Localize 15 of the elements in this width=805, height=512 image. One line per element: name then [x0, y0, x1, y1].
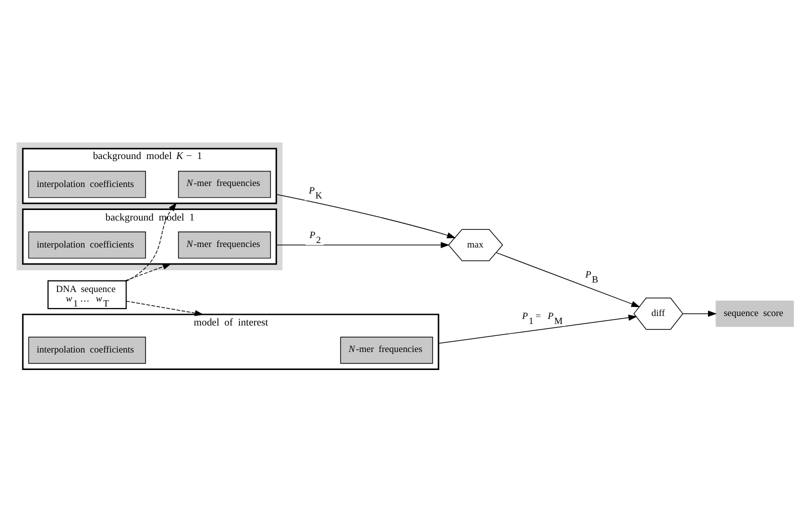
node-box: interpolation coefficients: [28, 336, 146, 364]
node-box: interpolation coefficients: [28, 170, 146, 198]
node-box: N-mer frequencies: [178, 170, 271, 198]
node-box: N-mer frequencies: [340, 336, 434, 364]
node-box: sequence score: [716, 300, 794, 327]
arrow: [276, 242, 450, 248]
arrow: [124, 264, 172, 282]
node-box: interpolation coefficients: [28, 232, 146, 259]
arrow: [496, 252, 640, 308]
arrow: [682, 310, 717, 317]
arrow: [126, 202, 177, 282]
node-box: N-mer frequencies: [178, 232, 271, 259]
arrow: [438, 314, 638, 344]
arrow: [126, 300, 204, 316]
arrow: [276, 194, 456, 238]
